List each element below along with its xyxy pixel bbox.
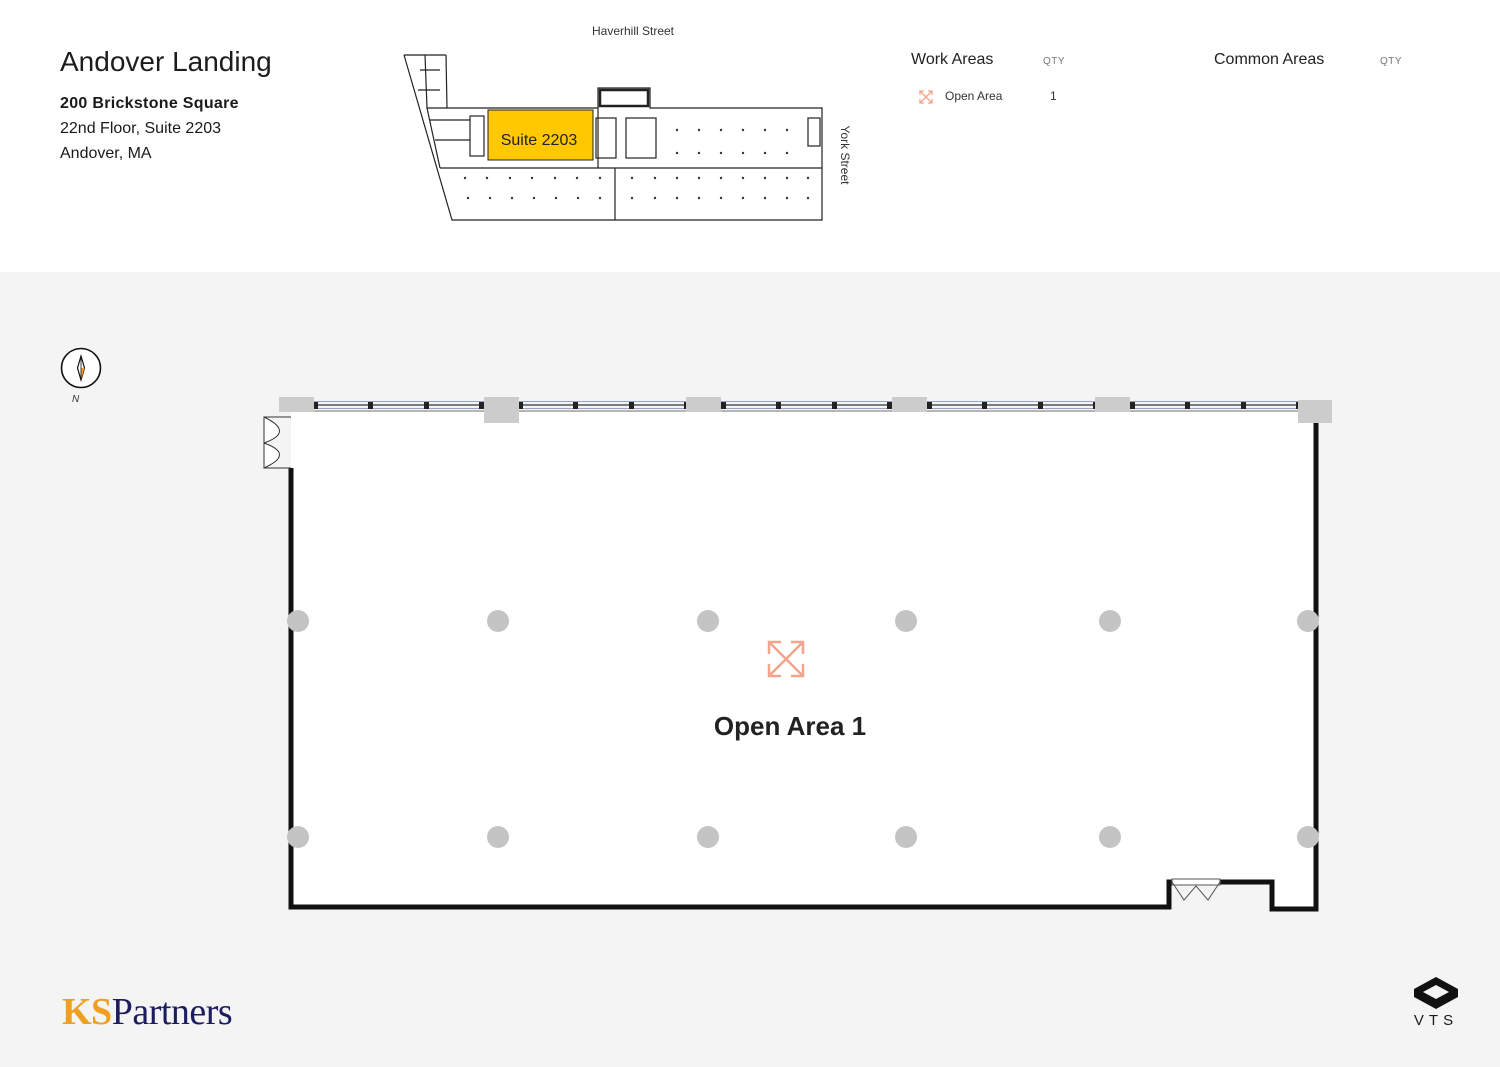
street-label-top: Haverhill Street <box>591 24 675 38</box>
vts-logo-text: VTS <box>1413 1012 1459 1029</box>
logo-ks: KS <box>62 991 112 1033</box>
address-line-2: 22nd Floor, Suite 2203 <box>60 120 222 137</box>
window-wall <box>279 397 1332 423</box>
address-line-1: 200 Brickstone Square <box>60 95 239 112</box>
legend-item-open-area: Open Area 1 <box>918 88 1078 106</box>
legend-item-label: Open Area <box>945 89 1003 103</box>
logo-partners: Partners <box>111 991 233 1033</box>
compass-north-label: N <box>72 394 80 405</box>
work-areas-title: Work Areas <box>911 51 994 68</box>
vts-logo-icon <box>1414 977 1458 1009</box>
common-areas-title: Common Areas <box>1214 51 1325 68</box>
header-panel: Andover Landing 200 Brickstone Square 22… <box>0 0 1500 272</box>
ks-partners-logo: KSPartners <box>62 990 233 1034</box>
keyplan-columns <box>463 128 810 200</box>
property-name: Andover Landing <box>60 46 272 77</box>
compass-icon <box>60 347 102 389</box>
key-plan: Suite 2203 <box>403 54 823 221</box>
floor-plan-interior <box>291 412 1316 909</box>
keyplan-suite-label: Suite 2203 <box>501 132 578 149</box>
common-areas-qty-header: QTY <box>1380 56 1403 67</box>
exterior-wall <box>288 423 1319 912</box>
work-areas-qty-header: QTY <box>1043 56 1066 67</box>
door-bottom <box>1171 878 1221 901</box>
expand-arrows-icon <box>919 90 933 104</box>
address-line-3: Andover, MA <box>60 145 152 162</box>
open-area-label: Open Area 1 <box>713 711 867 741</box>
legend-item-qty: 1 <box>1050 89 1057 103</box>
structural-columns <box>287 610 1319 848</box>
door-left <box>263 416 291 469</box>
expand-arrows-icon <box>767 640 805 678</box>
keyplan-suite-highlight <box>487 109 594 161</box>
